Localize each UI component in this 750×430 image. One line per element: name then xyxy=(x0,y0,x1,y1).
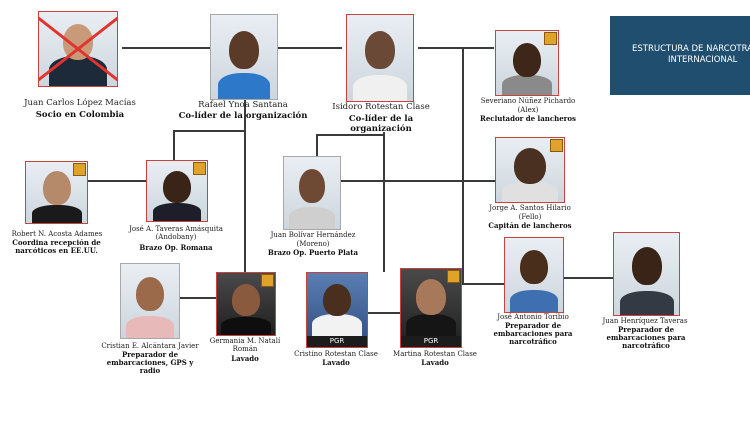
connector-cristino-martina xyxy=(366,312,400,314)
name-lopez: Juan Carlos López Macías xyxy=(24,98,136,108)
alias-jorge: (Fello) xyxy=(518,213,542,221)
name-jorge: Jorge A. Santos Hilario xyxy=(489,204,571,212)
pgr-plate-cristino: PGR xyxy=(307,336,367,347)
role-severiano: Reclutador de lancheros xyxy=(480,114,576,123)
photo-cristino: PGR xyxy=(306,272,368,348)
agency-seal-icon xyxy=(73,163,86,176)
role-jorge: Capitán de lancheros xyxy=(488,221,572,230)
connector-jose-vertical xyxy=(173,130,175,160)
connector-isidoro-branch xyxy=(316,134,383,136)
name-germania: Germania M. Natalí Román xyxy=(209,337,281,354)
name-robert: Robert N. Acosta Adames xyxy=(11,230,103,238)
photo-martina: PGR xyxy=(400,268,462,348)
photo-lopez xyxy=(38,11,118,87)
alias-severiano: (Alex) xyxy=(517,106,539,114)
photo-toribio xyxy=(504,237,564,313)
role-cristino: Lavado xyxy=(322,358,350,367)
agency-seal-icon xyxy=(550,139,563,152)
connector-right-vertical xyxy=(462,47,464,283)
photo-germania xyxy=(216,272,276,336)
connector-ynoa-vertical xyxy=(244,98,246,273)
role-toribio: Preparador de embarcaciones para narcotr… xyxy=(493,321,573,347)
role-cristian: Preparador de embarcaciones, GPS y radio xyxy=(106,350,194,376)
agency-seal-icon xyxy=(544,32,557,45)
name-martina: Martina Rotestan Clase xyxy=(393,350,477,358)
name-isidoro: Isidoro Rotestan Clase xyxy=(332,102,430,112)
photo-jose xyxy=(146,160,208,222)
role-robert: Coordina recepción de narcóticos en EE.U… xyxy=(12,238,101,256)
connector-isidoro-right xyxy=(418,47,463,49)
role-lopez: Socio en Colombia xyxy=(35,110,125,120)
connector-toribio xyxy=(462,283,504,285)
connector-isidoro-vertical xyxy=(383,132,385,272)
agency-seal-icon xyxy=(447,270,460,283)
connector-toribio-henriquez xyxy=(561,277,613,279)
connector-bolivar-vertical xyxy=(316,134,318,156)
role-isidoro: Co-líder de la organización xyxy=(348,114,414,134)
name-toribio: José Antonio Toribio xyxy=(497,313,569,321)
photo-ynoa xyxy=(210,14,278,100)
connector-robert-jose xyxy=(86,180,146,182)
photo-cristian xyxy=(120,263,180,339)
name-severiano: Severiano Núñez Pichardo xyxy=(480,97,576,105)
role-henriquez: Preparador de embarcaciones para narcotr… xyxy=(606,325,686,351)
agency-seal-icon xyxy=(193,162,206,175)
connector-ynoa-branch xyxy=(173,130,245,132)
title-line-1: ESTRUCTURA DE NARCOTRA xyxy=(632,44,750,54)
connector-cristian-germania xyxy=(178,297,216,299)
role-martina: Lavado xyxy=(421,358,449,367)
pgr-plate-martina: PGR xyxy=(401,336,461,347)
role-ynoa: Co-líder de la organización xyxy=(178,111,308,121)
photo-robert xyxy=(25,161,88,224)
name-jose: José A. Taveras Amásquita (Andobany) xyxy=(129,225,223,242)
role-jose: Brazo Op. Romana xyxy=(139,243,213,252)
photo-severiano xyxy=(495,30,559,96)
agency-seal-icon xyxy=(261,274,274,287)
name-ynoa: Rafael Ynoa Santana xyxy=(198,100,288,110)
role-bolivar: Brazo Op. Puerto Plata xyxy=(267,248,359,257)
photo-jorge xyxy=(495,137,565,203)
name-cristino: Cristino Rotestan Clase xyxy=(294,350,378,358)
photo-bolivar xyxy=(283,156,341,230)
title-line-2: INTERNACIONAL xyxy=(668,55,738,66)
role-germania: Lavado xyxy=(231,354,259,363)
structure-title-box: ESTRUCTURA DE NARCOTRA INTERNACIONAL xyxy=(610,16,750,95)
name-henriquez: Juan Henríquez Taveras xyxy=(602,317,688,325)
photo-isidoro xyxy=(346,14,414,102)
name-bolivar: Juan Bolívar Hernández xyxy=(270,231,356,239)
connector-jorge xyxy=(338,180,495,182)
name-cristian: Cristian E. Alcántara Javier xyxy=(101,342,199,350)
alias-bolivar: (Moreno) xyxy=(296,240,330,248)
connector-severiano xyxy=(462,47,494,49)
photo-henriquez xyxy=(613,232,680,316)
